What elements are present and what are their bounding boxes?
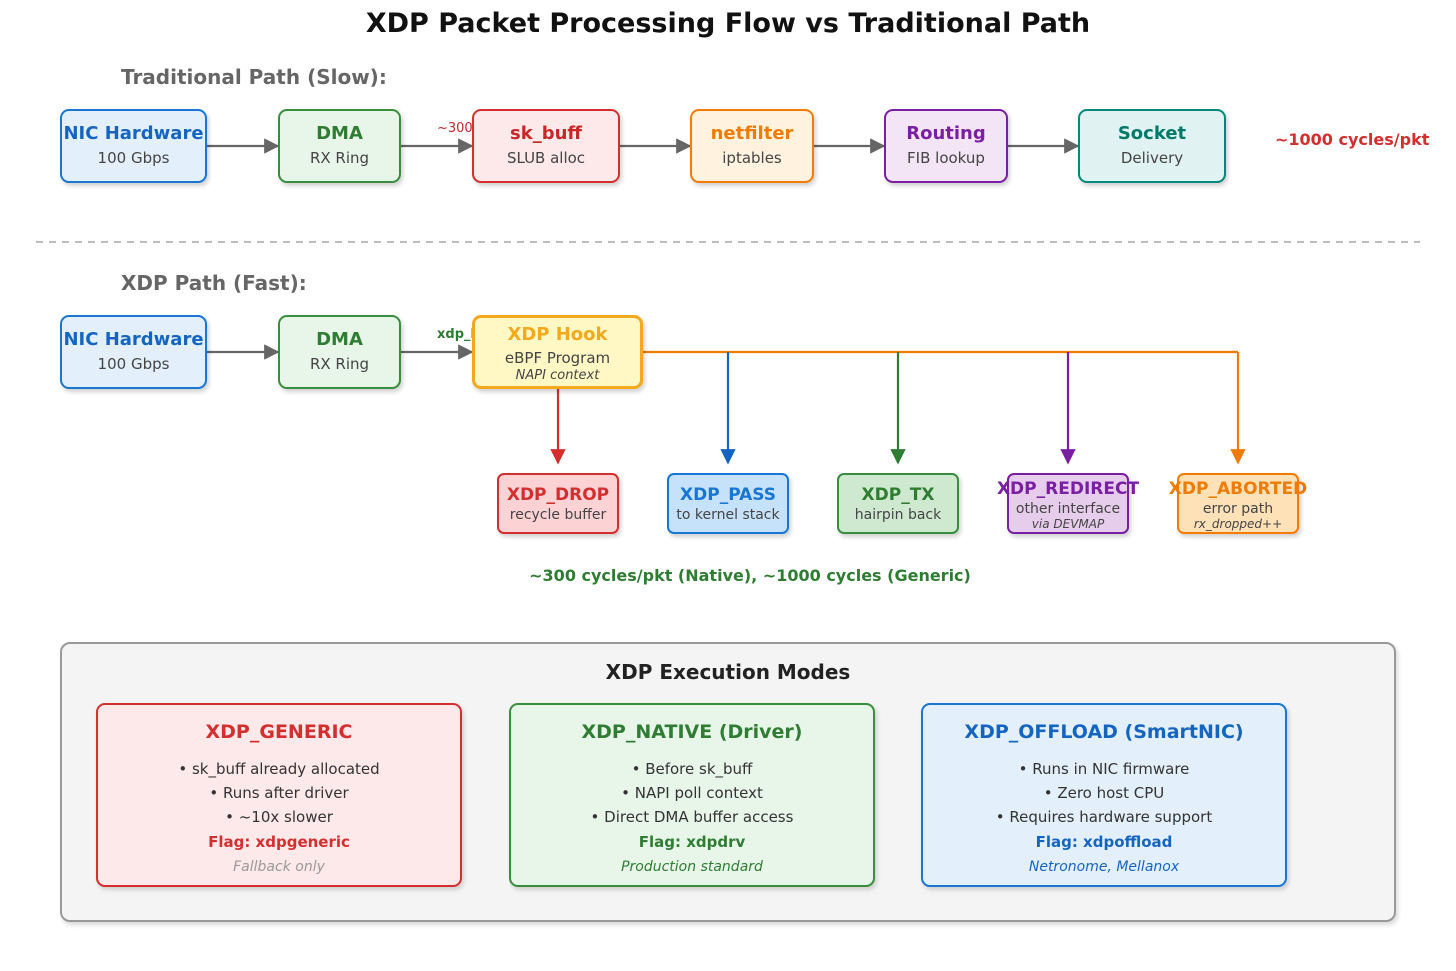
mode-offload-title: XDP_OFFLOAD (SmartNIC) [964,721,1244,743]
action-xdp-redirect-title: XDP_REDIRECT [996,479,1140,499]
trad-node-dma: DMA RX Ring [278,109,401,183]
trad-node-routing-sub: FIB lookup [907,149,985,167]
trad-node-skbuff-title: sk_buff [510,123,582,144]
mode-generic-bullet: • ~10x slower [225,808,333,826]
mode-offload-bullet: • Runs in NIC firmware [1018,760,1190,778]
mode-offload-bullet: • Requires hardware support [995,808,1213,826]
trad-node-socket-sub: Delivery [1120,149,1184,167]
mode-card-generic: XDP_GENERIC • sk_buff already allocated … [96,703,462,887]
action-xdp-tx-sub: hairpin back [854,507,942,523]
mode-generic-flag: Flag: xdpgeneric [208,833,350,851]
trad-cost-label: ~1000 cycles/pkt [1275,130,1430,149]
action-xdp-pass-title: XDP_PASS [680,485,776,505]
action-xdp-tx-title: XDP_TX [861,485,935,505]
xdp-hook-title: XDP Hook [507,324,608,345]
action-xdp-pass: XDP_PASS to kernel stack [667,473,789,534]
action-xdp-aborted-note: rx_dropped++ [1193,517,1283,531]
trad-node-skbuff-sub: SLUB alloc [506,149,586,167]
mode-generic-title: XDP_GENERIC [205,721,353,743]
xdp-path-label: XDP Path (Fast): [121,271,307,295]
trad-node-dma-title: DMA [316,123,363,144]
trad-node-netfilter-sub: iptables [722,149,782,167]
mode-offload-flag: Flag: xdpoffload [1035,833,1173,851]
trad-node-skbuff: sk_buff SLUB alloc [472,109,620,183]
action-xdp-tx: XDP_TX hairpin back [837,473,959,534]
action-xdp-pass-sub: to kernel stack [676,507,780,523]
mode-generic-note: Fallback only [233,859,325,875]
action-xdp-redirect-sub: other interface [1015,501,1121,517]
trad-node-netfilter-title: netfilter [710,123,794,144]
action-xdp-aborted: XDP_ABORTED error path rx_dropped++ [1169,473,1307,534]
mode-generic-bullet: • Runs after driver [209,784,349,802]
mode-offload-bullets: • Runs in NIC firmware • Zero host CPU •… [923,757,1285,829]
mode-native-bullet: • Direct DMA buffer access [590,808,794,826]
xdp-node-dma-title: DMA [316,329,363,350]
mode-native-title: XDP_NATIVE (Driver) [581,721,803,743]
xdp-node-nic-sub: 100 Gbps [97,355,170,373]
xdp-cost-label: ~300 cycles/pkt (Native), ~1000 cycles (… [529,566,971,585]
xdp-node-dma: DMA RX Ring [278,315,401,389]
xdp-hook-sub: eBPF Program [504,349,611,367]
action-xdp-redirect-note: via DEVMAP [1031,517,1105,531]
traditional-path-label: Traditional Path (Slow): [121,65,387,89]
trad-node-nic: NIC Hardware 100 Gbps [60,109,207,183]
xdp-hook: XDP Hook eBPF Program NAPI context [472,315,643,389]
xdp-edge-label: xdp_l [437,327,475,342]
action-xdp-drop: XDP_DROP recycle buffer [497,473,619,534]
diagram-title: XDP Packet Processing Flow vs Traditiona… [365,8,1091,39]
mode-card-offload: XDP_OFFLOAD (SmartNIC) • Runs in NIC fir… [921,703,1287,887]
mode-native-note: Production standard [621,859,763,875]
trad-node-nic-sub: 100 Gbps [97,149,170,167]
mode-offload-bullet: • Zero host CPU [1043,784,1165,802]
action-xdp-aborted-sub: error path [1202,501,1274,517]
execution-modes-title: XDP Execution Modes [605,660,851,684]
mode-native-bullet: • NAPI poll context [621,784,763,802]
xdp-node-nic-title: NIC Hardware [63,329,204,350]
trad-node-dma-sub: RX Ring [309,149,370,167]
trad-edge-label: ~300 [437,121,473,136]
action-xdp-drop-sub: recycle buffer [509,507,607,523]
mode-native-flag: Flag: xdpdrv [638,833,746,851]
mode-card-native: XDP_NATIVE (Driver) • Before sk_buff • N… [509,703,875,887]
action-xdp-drop-title: XDP_DROP [506,485,610,505]
xdp-node-nic: NIC Hardware 100 Gbps [60,315,207,389]
mode-generic-bullets: • sk_buff already allocated • Runs after… [98,757,460,829]
mode-generic-bullet: • sk_buff already allocated [178,760,380,778]
trad-node-routing: Routing FIB lookup [884,109,1008,183]
trad-node-nic-title: NIC Hardware [63,123,204,144]
xdp-hook-note: NAPI context [515,368,600,383]
xdp-node-dma-sub: RX Ring [309,355,370,373]
action-xdp-aborted-title: XDP_ABORTED [1168,479,1308,499]
trad-node-netfilter: netfilter iptables [690,109,814,183]
mode-native-bullet: • Before sk_buff [631,760,753,778]
mode-native-bullets: • Before sk_buff • NAPI poll context • D… [511,757,873,829]
trad-node-socket: Socket Delivery [1078,109,1226,183]
action-xdp-redirect: XDP_REDIRECT other interface via DEVMAP [997,473,1139,534]
trad-node-routing-title: Routing [906,123,986,144]
trad-node-socket-title: Socket [1117,123,1187,144]
mode-offload-note: Netronome, Mellanox [1028,859,1180,875]
